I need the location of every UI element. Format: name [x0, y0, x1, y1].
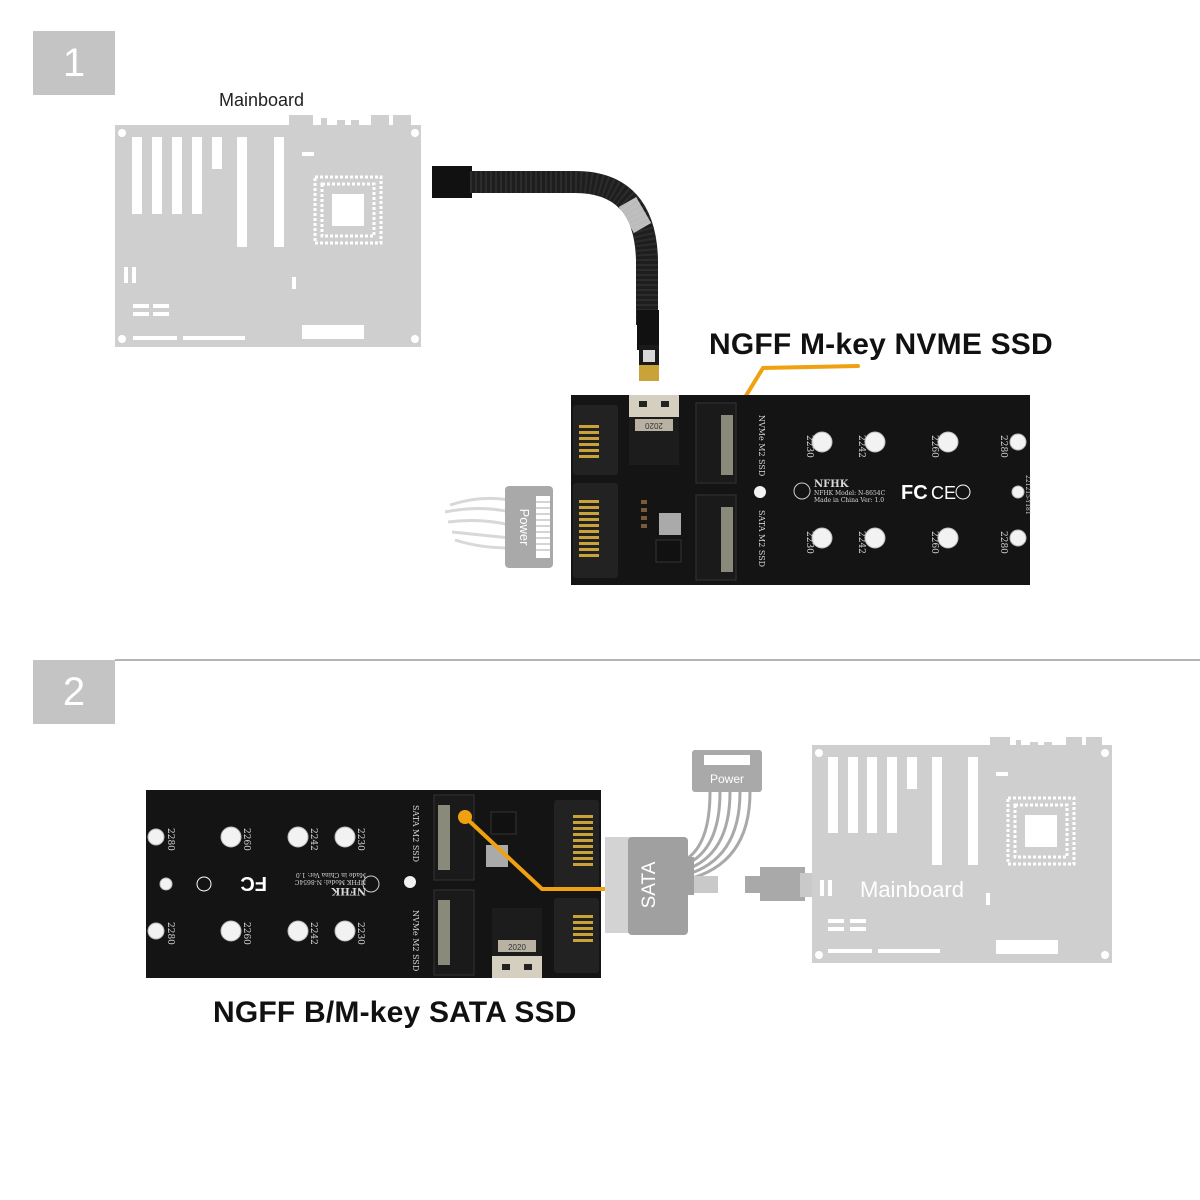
- size-label: 2242: [308, 922, 318, 945]
- mainboard-label: Mainboard: [219, 90, 305, 110]
- made-line: Made in China Ver: 1.0: [296, 871, 366, 878]
- cable-connector-left: [432, 166, 472, 198]
- mainboard-label-2: Mainboard: [860, 877, 964, 902]
- connector-code: 2020: [645, 421, 663, 430]
- mainboard-shape: [115, 115, 421, 347]
- sata-label: SATA: [639, 861, 660, 908]
- sata-ssd-label: NGFF B/M-key SATA SSD: [213, 996, 577, 1029]
- power-label: Power: [710, 772, 744, 786]
- size-label: 2230: [804, 435, 814, 458]
- slot-label-nvme: NVMe M2 SSD: [757, 415, 766, 476]
- sata-callout-line: [458, 810, 614, 891]
- mainboard-illustration-2: [812, 737, 1112, 963]
- size-label: 2230: [804, 531, 814, 554]
- sata-power-cable: Power SATA: [605, 750, 820, 935]
- fcc-mark: FC: [901, 482, 928, 504]
- size-label: 2280: [998, 531, 1008, 554]
- step-number: 1: [62, 40, 86, 85]
- size-label: 2230: [355, 922, 365, 945]
- brand: NFHK: [814, 479, 849, 490]
- power-label: Power: [517, 509, 532, 547]
- adapter-board-1: 2020 NVMe M2 SSD SATA M2 SSD 2230 2242 2…: [571, 395, 1031, 585]
- brand: NFHK: [331, 885, 366, 896]
- slimsas-cable: [432, 166, 659, 381]
- section-divider: [115, 659, 1200, 661]
- power-connector: Power: [444, 486, 553, 568]
- size-label: 2260: [241, 922, 251, 945]
- slot-label-nvme: NVMe M2 SSD: [411, 910, 420, 971]
- size-label: 2242: [856, 531, 866, 554]
- size-label: 2230: [355, 828, 365, 851]
- size-label: 2280: [165, 828, 175, 851]
- mainboard-illustration: [115, 115, 421, 347]
- cable-gold-contacts: [639, 365, 659, 381]
- size-label: 2242: [856, 435, 866, 458]
- date-code: 221215-Y181: [1024, 475, 1031, 515]
- rohs-mark: [196, 876, 212, 892]
- ce-mark: CE: [931, 483, 956, 503]
- mainboard-shape: [812, 737, 1112, 963]
- size-label: 2280: [165, 922, 175, 945]
- step-number: 2: [62, 669, 86, 714]
- slot-label-sata: SATA M2 SSD: [757, 510, 766, 567]
- adapter-board-2: 2020 SATA M2 SSD NVMe M2 SSD 2280 2260 2…: [146, 790, 601, 978]
- step-2-badge: 2: [33, 660, 115, 724]
- svg-text:FC: FC: [240, 872, 267, 894]
- rohs-mark: [955, 484, 971, 500]
- size-label: 2260: [241, 828, 251, 851]
- size-label: 2260: [929, 531, 939, 554]
- connector-code: 2020: [508, 943, 526, 952]
- nvme-ssd-label: NGFF M-key NVME SSD: [709, 328, 1053, 361]
- model-line: NFHK Model: N-8654C: [294, 878, 366, 885]
- made-line: Made in China Ver: 1.0: [814, 497, 884, 504]
- size-label: 2260: [929, 435, 939, 458]
- step-1-badge: 1: [33, 31, 115, 95]
- size-label: 2280: [998, 435, 1008, 458]
- model-line: NFHK Model: N-8654C: [814, 490, 886, 497]
- slot-label-sata: SATA M2 SSD: [411, 805, 420, 862]
- size-label: 2242: [308, 828, 318, 851]
